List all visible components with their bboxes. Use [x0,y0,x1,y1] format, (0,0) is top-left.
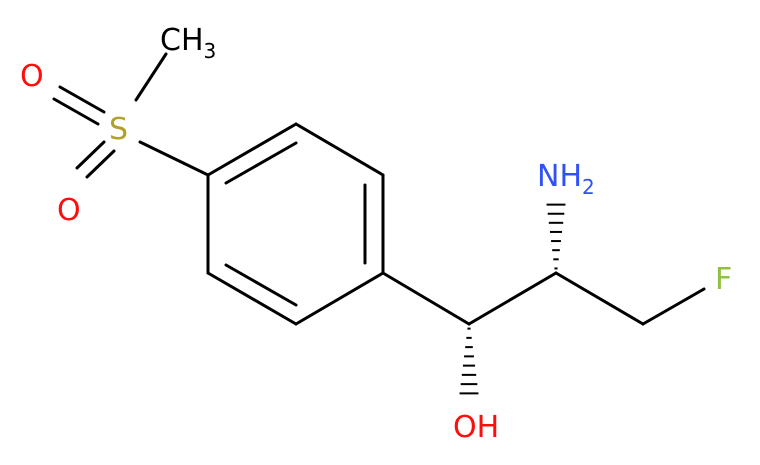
bond-ch2-f [641,287,706,326]
atom-hydroxyl: OH [453,410,499,445]
bond-s-o-top-b [52,97,100,126]
bond-s-o-bottom-b [85,149,116,179]
hashed-wedge-nh2 [546,203,566,270]
bond-ring-inner-1 [224,141,298,185]
bond-layer [52,52,706,326]
bond-ring-inner-3 [224,263,298,307]
bond-s-ring [138,140,210,177]
atom-fluorine: F [715,262,732,297]
atom-labels: CH3 S O O NH2 F OH [20,23,732,445]
bond-ring-1 [206,122,298,177]
atom-amine: NH2 [537,159,595,199]
bond-cnh2-ch2 [554,271,645,326]
atom-oxygen-top: O [20,59,44,94]
bond-ring-choh [381,271,471,326]
bond-ring-2 [294,122,385,177]
bond-choh-cnh2 [467,271,558,326]
bond-s-ch3 [134,52,168,102]
atom-oxygen-bottom: O [57,193,81,228]
atom-sulfur: S [109,112,128,147]
bond-s-o-bottom-a [75,140,106,170]
bond-ring-5 [206,271,298,326]
bond-ring-4 [294,271,385,326]
bond-s-o-top-a [58,85,106,114]
hashed-wedge-oh [459,327,479,395]
atom-ch3: CH3 [160,23,216,63]
